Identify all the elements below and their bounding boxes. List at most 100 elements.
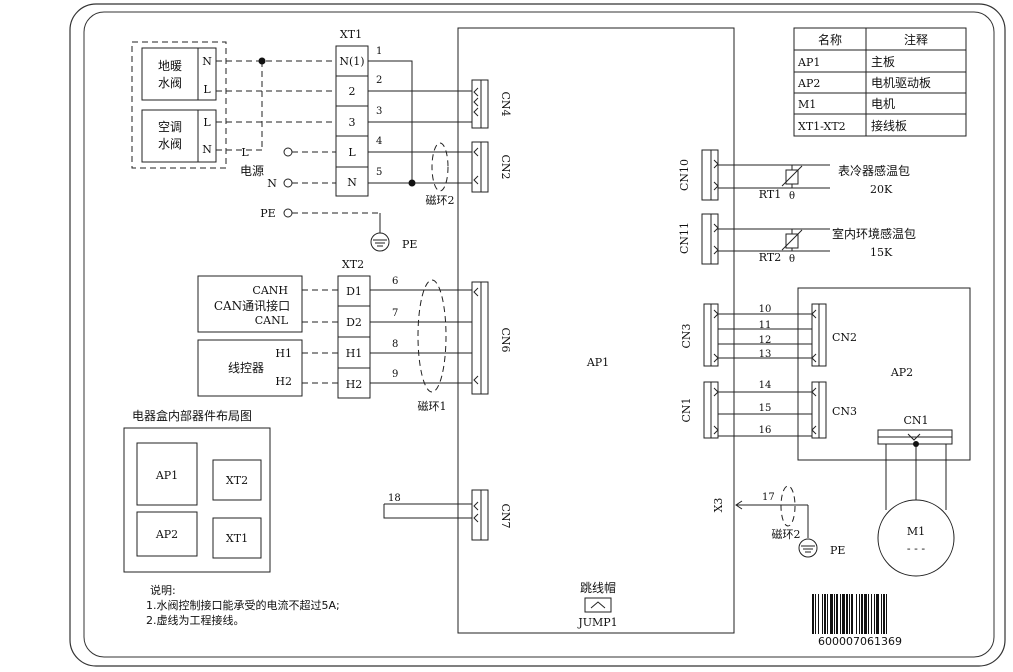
- xt1-terminal: N: [347, 176, 357, 189]
- x3-pe-label: PE: [830, 544, 845, 557]
- cn2-label: CN2: [499, 154, 512, 179]
- canh-label: CANH: [252, 284, 288, 297]
- barcode-bar: [868, 594, 869, 634]
- barcode-bar: [871, 594, 872, 634]
- valve-wiring: [216, 57, 336, 151]
- barcode-bar: [834, 594, 835, 634]
- legend-row-note: 主板: [871, 55, 895, 69]
- barcode-bar: [830, 594, 833, 634]
- ap2-cn3-label: CN3: [832, 405, 857, 418]
- barcode-bar: [876, 594, 879, 634]
- wire-number: 10: [759, 304, 772, 315]
- ac-valve-label-1: 空调: [158, 120, 182, 134]
- barcode-bar: [815, 594, 816, 634]
- ferrite-ring: [431, 142, 449, 192]
- barcode-bar: [846, 594, 848, 634]
- cn10-label: CN10: [678, 159, 691, 191]
- rt2-theta: θ: [789, 254, 795, 265]
- rt1-theta: θ: [789, 191, 795, 202]
- barcode-bar: [818, 594, 819, 634]
- layout-box-label: AP1: [155, 469, 178, 482]
- rt1-sensor: RT1 θ 表冷器感温包 20K: [718, 163, 910, 202]
- xt2-dashed-wires: [302, 289, 338, 384]
- xt1-terminal: N(1): [339, 55, 364, 68]
- jumper-label: 跳线帽: [580, 580, 616, 595]
- valve-group: 地暖 水阀 N L 空调 水阀 L N: [131, 41, 227, 169]
- rt2-label: 室内环境感温包: [832, 226, 916, 241]
- cn1-cn3-wires: 14 15 16: [718, 380, 812, 437]
- xt1-terminal: 3: [349, 116, 356, 129]
- legend-row-name: M1: [798, 98, 816, 111]
- rt2-value: 15K: [870, 246, 893, 259]
- ap2-label: AP2: [890, 366, 913, 379]
- barcode-bar: [874, 594, 875, 634]
- controller-box: 线控器 H1 H2: [197, 339, 303, 397]
- rt2-sensor: RT2 θ 室内环境感温包 15K: [718, 226, 916, 265]
- rt1-name: RT1: [759, 188, 781, 201]
- inner-frame: [83, 11, 995, 658]
- ring-mid-label: 磁环1: [418, 400, 447, 413]
- legend-row-name: AP1: [797, 56, 820, 69]
- cn7-label: CN7: [499, 503, 512, 528]
- ferrite-ring: [780, 485, 796, 527]
- legend-row-note: 电机: [871, 97, 895, 111]
- power-source: L 电源 N PE PE: [240, 146, 417, 252]
- outer-frame: [69, 3, 1006, 667]
- legend-row-name: XT1-XT2: [798, 120, 846, 133]
- controller-h2: H2: [275, 375, 292, 388]
- ring-top-label: 磁环2: [426, 194, 455, 207]
- barcode-bar: [864, 594, 867, 634]
- wire-number: 5: [376, 167, 382, 178]
- cn1-label: CN1: [680, 397, 693, 422]
- barcode-bar: [840, 594, 841, 634]
- ap2-cn3-connector: CN3: [811, 381, 857, 439]
- legend-header-note: 注释: [904, 32, 928, 47]
- wire-number: 14: [759, 380, 772, 391]
- notes-line2: 2.虚线为工程接线。: [146, 613, 245, 627]
- cn7-connector: 18 CN7: [383, 489, 512, 541]
- xt1-title: XT1: [340, 28, 362, 41]
- barcode-bar: [842, 594, 845, 634]
- rt1-value: 20K: [870, 183, 893, 196]
- ac-valve-label-2: 水阀: [158, 137, 182, 151]
- barcode-bar: [851, 594, 853, 634]
- floor-valve-pin-n: N: [202, 55, 212, 68]
- ferrite-ring: [417, 279, 447, 393]
- wire-number: 8: [392, 339, 398, 350]
- barcode: [812, 594, 887, 634]
- rt1-label: 表冷器感温包: [838, 163, 910, 178]
- wire-number: 7: [392, 308, 398, 319]
- cn10-connector: CN10: [678, 149, 719, 201]
- barcode-bar: [836, 594, 838, 634]
- ap2-cn2-label: CN2: [832, 331, 857, 344]
- xt2-terminal: D2: [346, 316, 362, 329]
- wire-number: 3: [376, 106, 382, 117]
- ap2-cn2-connector: CN2: [811, 303, 857, 367]
- xt2-terminal-block: XT2 D1 D2 H1 H2: [337, 258, 371, 399]
- ap2-cn1-label: CN1: [903, 414, 928, 427]
- xt1-terminal-block: XT1 N(1) 2 3 L N: [335, 28, 369, 197]
- barcode-bar: [827, 594, 828, 634]
- cn11-label: CN11: [678, 222, 691, 254]
- power-label: 电源: [240, 164, 264, 178]
- motor-m1: M1 - - -: [877, 499, 955, 577]
- can-label: CAN通讯接口: [214, 298, 290, 313]
- layout-diagram: 电器盒内部器件布局图 AP1 XT2 AP2 XT1: [123, 408, 271, 573]
- cn1-connector: CN1: [680, 381, 719, 439]
- jumper-name: JUMP1: [577, 616, 617, 629]
- layout-box-label: XT2: [226, 474, 248, 487]
- xt2-terminal: H2: [346, 378, 363, 391]
- ap2-cn1-connector: CN1: [877, 414, 953, 510]
- cn6-label: CN6: [499, 327, 512, 352]
- wire-number: 16: [759, 425, 772, 436]
- cn4-label: CN4: [499, 91, 512, 116]
- barcode-bar: [883, 594, 885, 634]
- controller-h1: H1: [275, 347, 292, 360]
- wire18-label: 18: [388, 493, 401, 504]
- barcode-bar: [861, 594, 863, 634]
- layout-box-label: AP2: [155, 528, 178, 541]
- legend-table: 名称 注释 AP1 主板 AP2 电机驱动板 M1 电机 XT1-XT2 接线板: [793, 27, 967, 137]
- cn2-connector: CN2: [471, 141, 512, 193]
- ground-pe-label: PE: [402, 238, 417, 251]
